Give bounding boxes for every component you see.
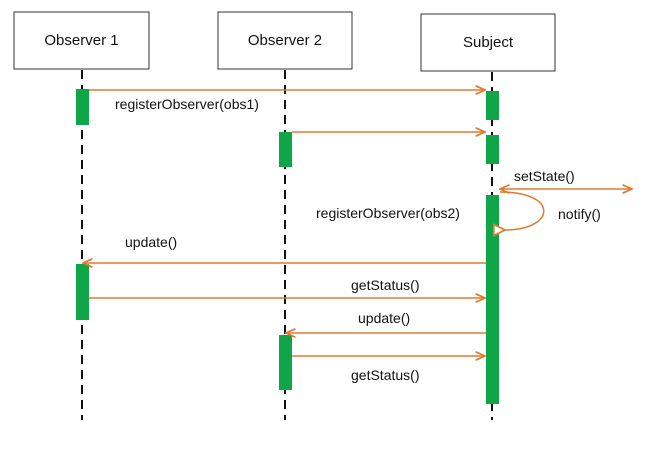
participant-label: Observer 1 xyxy=(44,32,118,49)
message-label: registerObserver(obs2) xyxy=(316,205,460,221)
message-label: getStatus() xyxy=(351,277,419,293)
activation-bar xyxy=(76,264,89,320)
message-arrow-notify xyxy=(500,191,545,230)
message-label: registerObserver(obs1) xyxy=(115,96,259,112)
message-label: notify() xyxy=(558,206,601,222)
participant-observer-1: Observer 1 xyxy=(13,11,150,70)
message-label: update() xyxy=(125,234,177,250)
activation-bar xyxy=(279,132,292,167)
activation-bar xyxy=(279,335,292,390)
participant-label: Observer 2 xyxy=(248,32,322,49)
message-label: getStatus() xyxy=(351,367,419,383)
activation-bar xyxy=(486,91,499,120)
activation-bar xyxy=(486,135,499,164)
message-label: setState() xyxy=(514,168,575,184)
participant-subject: Subject xyxy=(420,13,556,72)
participant-label: Subject xyxy=(463,34,514,51)
activation-bar xyxy=(486,195,499,404)
activation-bar xyxy=(76,89,89,125)
message-label: update() xyxy=(358,310,410,326)
participant-observer-2: Observer 2 xyxy=(217,11,353,70)
